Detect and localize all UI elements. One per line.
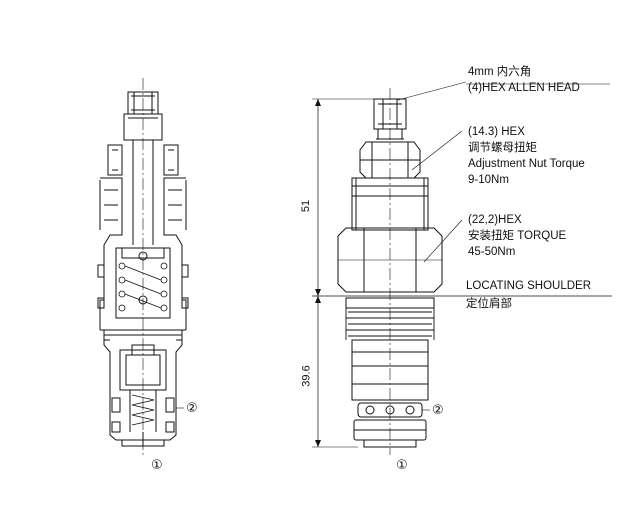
dimension-51: 51 bbox=[300, 199, 313, 213]
adjust-nut-label-4: 9-10Nm bbox=[468, 174, 509, 186]
shoulder-label-2: 定位肩部 bbox=[466, 298, 512, 310]
dimension-39-6: 39.6 bbox=[300, 365, 313, 387]
adjust-nut-label-1: (14.3) HEX bbox=[468, 126, 525, 138]
port-1-marker-left: ① bbox=[151, 457, 163, 472]
port-2-marker-right: ② bbox=[432, 402, 444, 417]
install-hex-label-2: 安装扭矩 TORQUE bbox=[468, 230, 567, 242]
section-view bbox=[97, 78, 189, 455]
install-hex-label-1: (22,2)HEX bbox=[468, 214, 522, 226]
shoulder-label-1: LOCATING SHOULDER bbox=[466, 280, 592, 292]
external-view bbox=[312, 81, 612, 455]
adjust-nut-label-2: 调节螺母扭矩 bbox=[468, 142, 537, 154]
port-1-marker-right: ① bbox=[396, 457, 408, 472]
hex-allen-label-1: 4mm 内六角 bbox=[468, 66, 532, 78]
hex-allen-label-2: (4)HEX ALLEN HEAD bbox=[468, 82, 580, 94]
install-hex-label-3: 45-50Nm bbox=[468, 246, 516, 258]
adjust-nut-label-3: Adjustment Nut Torque bbox=[468, 158, 585, 170]
port-2-marker-left: ② bbox=[186, 400, 198, 415]
